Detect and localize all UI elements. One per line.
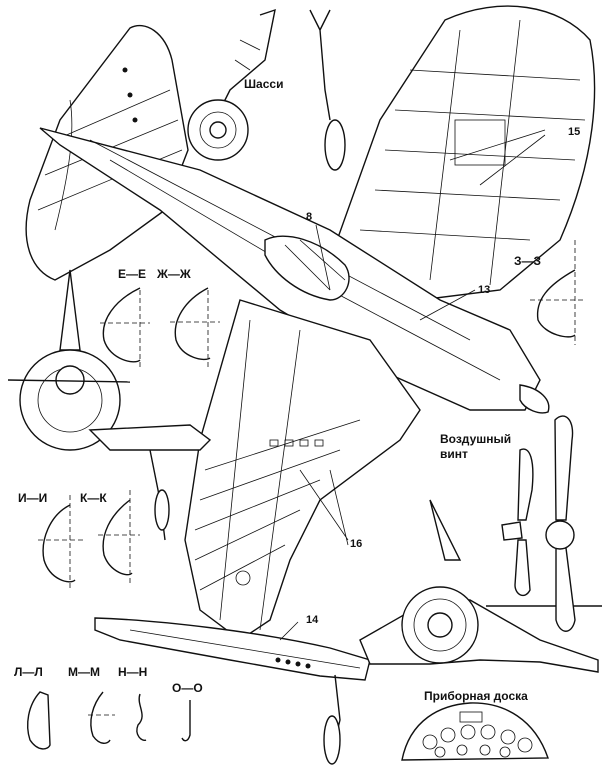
propeller-label-line1: Воздушный — [440, 432, 511, 446]
right-upper-wing — [329, 5, 596, 301]
section-kk-shape — [98, 490, 140, 585]
front-view — [359, 499, 602, 673]
section-oo-shape — [181, 700, 191, 742]
section-ee-shape — [100, 287, 150, 368]
propeller-label-line2: винт — [440, 447, 468, 461]
lower-wing — [184, 299, 421, 641]
section-mm-label: М—М — [68, 665, 100, 679]
propeller-detail — [501, 415, 576, 632]
section-mm-shape — [88, 691, 115, 744]
callout-13: 13 — [478, 284, 490, 296]
landing-gear-detail — [187, 8, 346, 171]
section-zhzh-label: Ж—Ж — [156, 267, 191, 281]
callout-8: 8 — [306, 211, 312, 223]
instrument-panel-label: Приборная доска — [424, 689, 528, 703]
section-ee-label: Е—Е — [118, 267, 146, 281]
callout-15: 15 — [568, 126, 580, 138]
section-nn-label: Н—Н — [118, 665, 147, 679]
callout-14: 14 — [306, 614, 319, 626]
callout-leaders — [279, 129, 546, 641]
section-zz-shape — [530, 240, 585, 345]
section-ii-shape — [38, 495, 85, 590]
side-wing-view — [94, 617, 371, 765]
section-oo-label: О—О — [172, 681, 203, 695]
instrument-panel-drawing — [401, 702, 549, 761]
callout-16: 16 — [350, 538, 362, 550]
front-view-left — [7, 269, 212, 541]
section-ll-shape — [27, 691, 51, 750]
chassis-label: Шасси — [244, 77, 283, 91]
section-ii-label: И—И — [18, 491, 47, 505]
section-zz-label: З—З — [514, 254, 541, 268]
section-nn-shape — [136, 693, 147, 742]
section-ll-label: Л—Л — [14, 665, 43, 679]
section-kk-label: К—К — [80, 491, 107, 505]
fuselage — [39, 127, 550, 414]
section-zhzh-shape — [170, 287, 220, 368]
